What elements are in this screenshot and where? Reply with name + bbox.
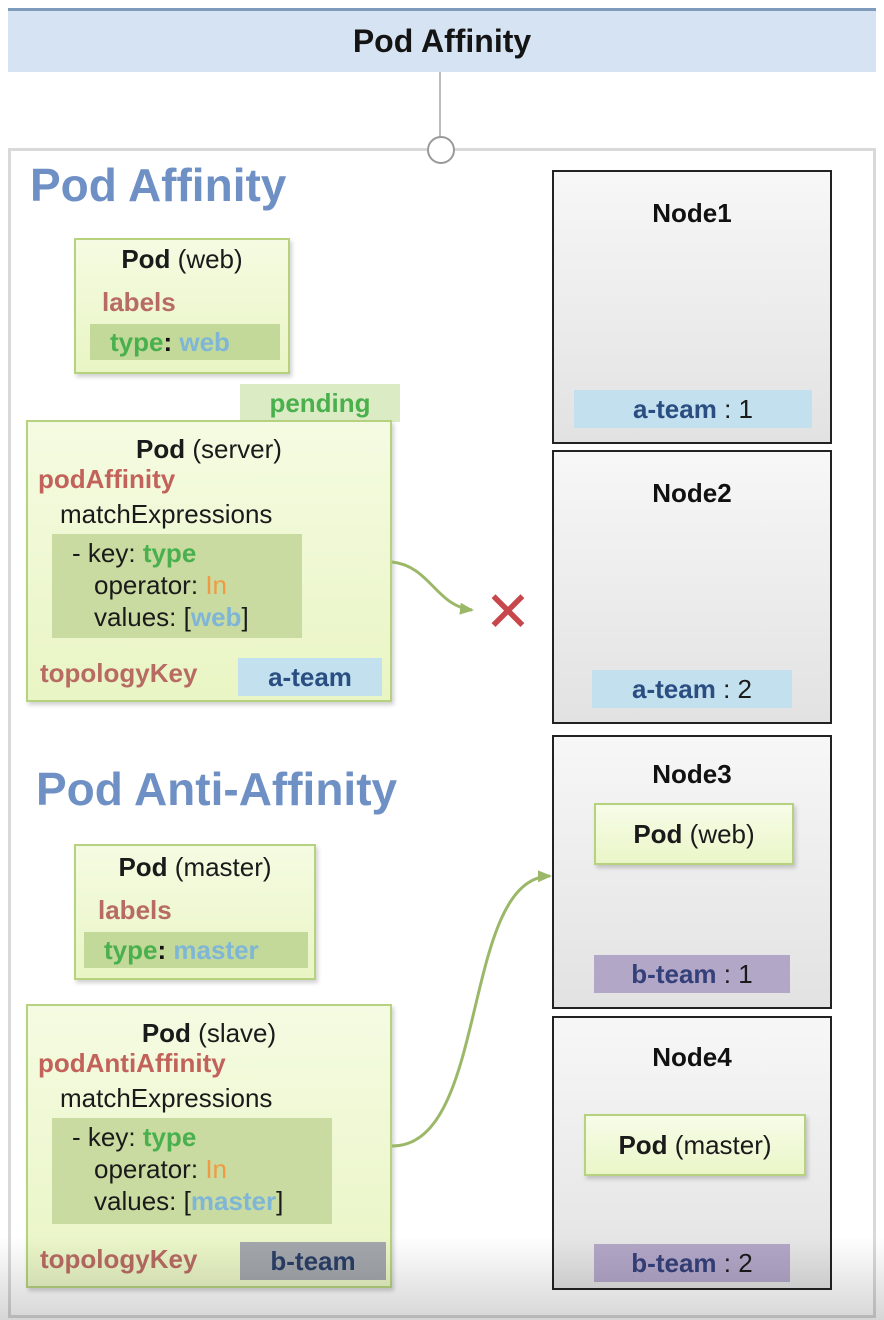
slave-expr-operator-label: operator:: [94, 1154, 199, 1184]
node1-label-key: a-team: [633, 393, 717, 424]
page-header: Pod Affinity: [8, 8, 876, 72]
master-pod-kind: Pod: [118, 852, 168, 882]
server-topology-key-value: a-team: [238, 658, 382, 696]
web-pod-name: (web): [177, 244, 243, 274]
slave-expr-key-line: - key: type: [72, 1122, 196, 1153]
master-pod-label-key: type: [104, 935, 158, 965]
slave-pod-card: Pod (slave) podAntiAffinity matchExpress…: [26, 1004, 392, 1288]
master-pod-label-band: type: master: [84, 932, 308, 968]
slave-expr-values-line: values: [master]: [94, 1186, 283, 1217]
slave-expr-values-value: master: [190, 1186, 277, 1216]
server-expr-operator-value: In: [205, 570, 227, 600]
node3-pod-name: (web): [689, 818, 755, 849]
slave-expr-bracket-open: [: [183, 1186, 191, 1216]
slave-pod-name: (slave): [198, 1018, 277, 1048]
node4-label: b-team : 2: [594, 1244, 790, 1282]
web-pod-labels-label: labels: [102, 287, 176, 317]
web-pod-label-value: web: [179, 327, 230, 357]
node2-label-key: a-team: [632, 673, 716, 704]
node3-pod-kind: Pod: [633, 818, 683, 849]
node4-label-key: b-team: [631, 1247, 717, 1278]
node3-web-pod: Pod (web): [594, 803, 794, 865]
node4-title: Node4: [652, 1042, 732, 1072]
pod-anti-affinity-rule-label: podAntiAffinity: [38, 1048, 226, 1078]
pod-anti-affinity-title: Pod Anti-Affinity: [36, 763, 398, 815]
server-expr-operator-label: operator:: [94, 570, 199, 600]
server-expr-operator-line: operator: In: [94, 570, 227, 601]
slave-expr-values-label: values:: [94, 1186, 177, 1216]
pod-affinity-title: Pod Affinity: [30, 159, 287, 211]
server-pod-card: Pod (server) podAffinity matchExpression…: [26, 420, 392, 702]
server-expr-key-value: type: [142, 538, 197, 568]
master-pod-name: (master): [174, 852, 272, 882]
node4-label-value: : 2: [723, 1247, 753, 1278]
slave-match-expressions-label: matchExpressions: [60, 1083, 273, 1113]
header-connector-line: [439, 72, 441, 138]
master-pod-labels-label: labels: [98, 895, 172, 925]
slave-expr-bracket-close: ]: [276, 1186, 284, 1216]
node2-card: Node2 a-team : 2: [552, 450, 832, 724]
master-pod-label-pair: type: master: [104, 935, 259, 966]
header-title: Pod Affinity: [352, 23, 532, 59]
reject-x-icon: ✕: [484, 580, 532, 643]
node3-label-value: : 1: [723, 958, 753, 989]
slave-expr-key-label: - key:: [72, 1122, 136, 1152]
server-expr-key-line: - key: type: [72, 538, 196, 569]
slave-expression-block: - key: type operator: In values: [master…: [52, 1118, 332, 1224]
server-expression-block: - key: type operator: In values: [web]: [52, 534, 302, 638]
node2-label-value: : 2: [723, 673, 752, 704]
server-expr-bracket-open: [: [183, 602, 191, 632]
master-pod-label-colon: :: [157, 935, 167, 965]
slave-pod-heading: Pod (slave): [28, 1018, 390, 1049]
node2-label: a-team : 2: [592, 670, 792, 708]
server-pod-kind: Pod: [136, 434, 186, 464]
node4-pod-name: (master): [674, 1129, 772, 1160]
web-pod-label-pair: type: web: [110, 327, 230, 358]
slave-topology-key-label: topologyKey: [40, 1244, 198, 1274]
web-pod-label-band: type: web: [90, 324, 280, 360]
node3-card: Node3 Pod (web) b-team : 1: [552, 735, 832, 1009]
slave-expr-operator-value: In: [205, 1154, 227, 1184]
server-pod-heading: Pod (server): [28, 434, 390, 465]
server-expr-values-value: web: [190, 602, 242, 632]
master-pod-label-value: master: [173, 935, 259, 965]
node1-label-value: : 1: [724, 393, 753, 424]
node1-label: a-team : 1: [574, 390, 812, 428]
slave-topology-key-value: b-team: [240, 1242, 386, 1280]
node4-master-pod: Pod (master): [584, 1114, 806, 1176]
server-expr-values-label: values:: [94, 602, 177, 632]
node1-card: Node1 a-team : 1: [552, 170, 832, 444]
web-pod-label-key: type: [110, 327, 164, 357]
node4-pod-kind: Pod: [618, 1129, 668, 1160]
node4-card: Node4 Pod (master) b-team : 2: [552, 1016, 832, 1290]
node1-title: Node1: [652, 198, 732, 228]
node3-label: b-team : 1: [594, 955, 790, 993]
node2-title: Node2: [652, 478, 732, 508]
node3-title: Node3: [652, 759, 732, 789]
web-pod-heading: Pod (web): [76, 244, 288, 275]
master-pod-heading: Pod (master): [76, 852, 314, 883]
server-expr-values-line: values: [web]: [94, 602, 249, 633]
header-connector-circle: [427, 136, 455, 164]
node3-label-key: b-team: [631, 958, 717, 989]
web-pod-card: Pod (web) labels type: web: [74, 238, 290, 374]
server-topology-key-label: topologyKey: [40, 658, 198, 688]
slave-expr-operator-line: operator: In: [94, 1154, 227, 1185]
server-match-expressions-label: matchExpressions: [60, 499, 273, 529]
server-pod-name: (server): [192, 434, 282, 464]
master-pod-card: Pod (master) labels type: master: [74, 844, 316, 980]
pod-affinity-rule-label: podAffinity: [38, 464, 176, 494]
web-pod-label-colon: :: [163, 327, 173, 357]
slave-expr-key-value: type: [142, 1122, 197, 1152]
slave-pod-kind: Pod: [141, 1018, 191, 1048]
pending-status-badge: pending: [240, 384, 400, 422]
server-expr-bracket-close: ]: [241, 602, 249, 632]
server-expr-key-label: - key:: [72, 538, 136, 568]
web-pod-kind: Pod: [121, 244, 171, 274]
